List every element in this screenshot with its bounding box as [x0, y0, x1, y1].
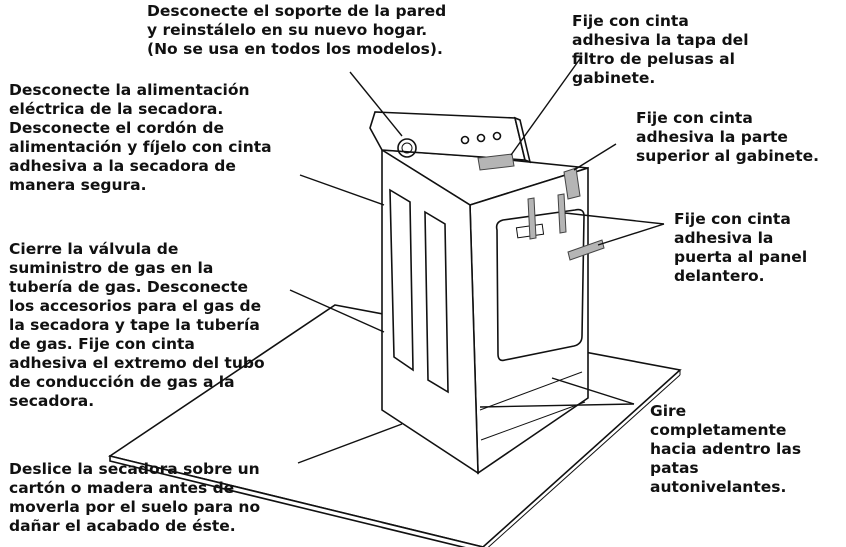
label-top-cabinet: Fije con cinta adhesiva la parte superio…	[636, 109, 820, 165]
label-gas: Cierre la válvula de suministro de gas e…	[9, 240, 265, 410]
label-leveling-legs: Gire completamente hacia adentro las pat…	[650, 402, 802, 496]
tape-strips	[477, 153, 605, 261]
label-power: Desconecte la alimentación eléctrica de …	[9, 81, 272, 194]
label-door-panel: Fije con cinta adhesiva la puerta al pan…	[674, 210, 808, 285]
tape-top-cabinet	[563, 167, 581, 200]
tape-door-3	[567, 239, 605, 261]
label-wall-bracket: Desconecte el soporte de la pared y rein…	[147, 2, 447, 58]
label-cardboard: Deslice la secadora sobre un cartón o ma…	[9, 460, 261, 535]
tape-lint-filter	[477, 153, 515, 171]
leader-lines	[289, 55, 665, 464]
dryer-body	[369, 111, 589, 475]
label-lint-filter: Fije con cinta adhesiva la tapa del filt…	[572, 12, 749, 87]
tape-door-2	[557, 193, 567, 234]
tape-door-1	[527, 197, 537, 240]
